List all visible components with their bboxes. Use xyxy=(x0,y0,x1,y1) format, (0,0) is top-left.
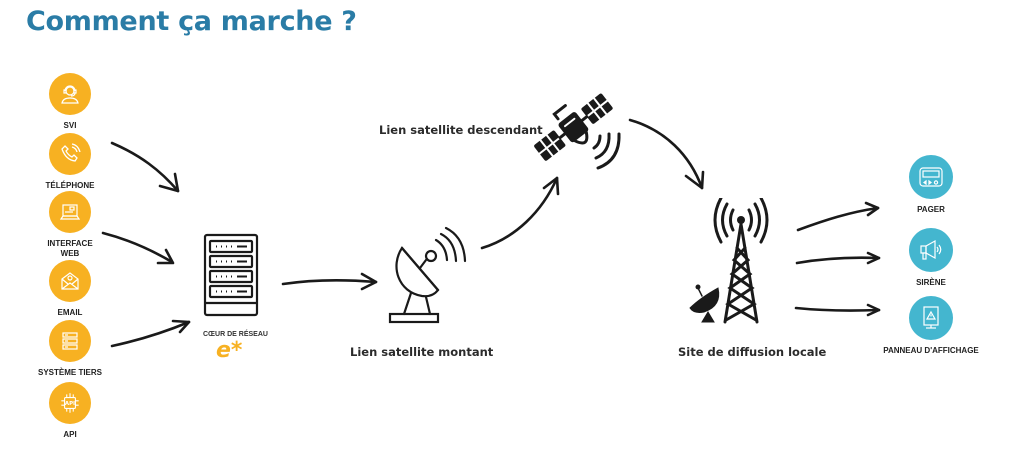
broadcast-tower xyxy=(688,198,783,326)
source-api: API API xyxy=(25,382,115,440)
satellite-icon xyxy=(534,93,621,170)
laptop-icon xyxy=(49,191,91,233)
core-network-label: CŒUR DE RÉSEAU xyxy=(203,331,268,338)
small-dish-icon xyxy=(689,284,720,323)
source-systeme-tiers: SYSTÈME TIERS xyxy=(25,320,115,378)
output-pager: PAGER xyxy=(886,155,976,215)
arrow-web-to-core xyxy=(101,231,174,264)
uplink-dish xyxy=(388,226,468,326)
satellite-dish-icon xyxy=(388,226,467,324)
phone-icon xyxy=(49,133,91,175)
satellite xyxy=(522,82,632,182)
arrow-tiers-to-core xyxy=(110,320,191,348)
arrow-tower-to-panel xyxy=(794,306,881,312)
display-panel-icon xyxy=(909,296,953,340)
broadcast-tower-icon xyxy=(689,198,769,324)
output-siren: SIRÈNE xyxy=(886,228,976,288)
source-email: EMAIL xyxy=(25,260,115,318)
envelope-icon xyxy=(49,260,91,302)
brand-logo: e* xyxy=(216,338,243,363)
core-network xyxy=(203,233,259,317)
source-svi: SVI xyxy=(25,73,115,131)
source-interface-web: INTERFACE WEB xyxy=(25,191,115,259)
source-telephone: TÉLÉPHONE xyxy=(25,133,115,191)
arrow-satellite-to-tower xyxy=(628,118,704,190)
output-panneau: PANNEAU D'AFFICHAGE xyxy=(883,296,979,356)
uplink-label: Lien satellite montant xyxy=(350,345,494,359)
pager-icon xyxy=(909,155,953,199)
downlink-label: Lien satellite descendant xyxy=(379,123,543,137)
headset-agent-icon xyxy=(49,73,91,115)
page-title: Comment ça marche ? xyxy=(26,6,357,37)
arrow-uplink-to-satellite xyxy=(480,176,559,250)
arrow-core-to-uplink xyxy=(281,278,378,286)
server-rack-icon xyxy=(203,233,259,317)
svg-text:API: API xyxy=(65,401,75,407)
siren-megaphone-icon xyxy=(909,228,953,272)
arrow-tower-to-pager xyxy=(796,206,880,232)
server-stack-icon xyxy=(49,320,91,362)
local-site-label: Site de diffusion locale xyxy=(678,345,827,359)
api-chip-icon: API xyxy=(49,382,91,424)
arrow-telephone-to-core xyxy=(110,141,180,193)
arrow-tower-to-siren xyxy=(795,256,881,265)
